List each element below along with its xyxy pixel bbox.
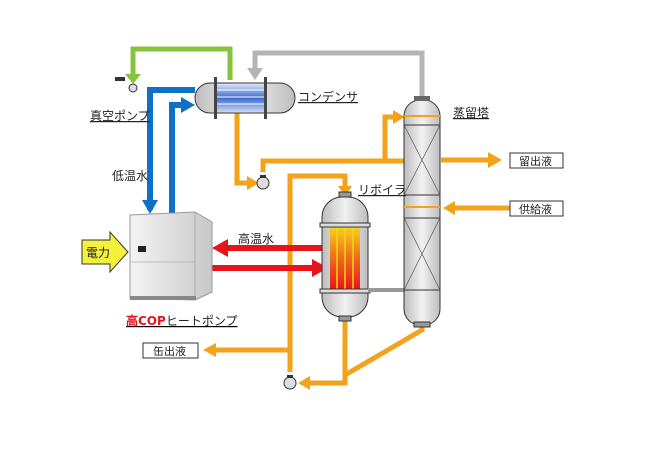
low-temp-water-pipes [147, 87, 195, 215]
heat-pump-label: 高COPヒートポンプ [126, 313, 237, 328]
power-label: 電力 [86, 246, 110, 260]
orange-arrow-heads [203, 110, 502, 390]
condenser [194, 77, 296, 119]
high-temp-water-label: 高温水 [238, 231, 274, 246]
red-arrow-right [312, 259, 328, 277]
distillation-tower-label: 蒸留塔 [453, 106, 489, 120]
vapor-pipe [252, 50, 425, 98]
vacuum-line [130, 46, 233, 80]
low-temp-water-label: 低温水 [112, 169, 148, 183]
bottoms-label: 缶出液 [153, 344, 186, 358]
reboiler-label: リボイラ [358, 183, 406, 197]
vacuum-arrow-head [125, 74, 141, 84]
heat-pump-unit [129, 211, 213, 301]
condenser-label: コンデンサ [298, 89, 358, 104]
reflux-pump-icon [256, 175, 270, 190]
process-pipes [215, 110, 530, 386]
heat-pump-label-prefix: 高COP [126, 313, 166, 328]
red-arrow-left [212, 239, 228, 257]
bottoms-box: 缶出液 [142, 342, 199, 359]
feed-label: 供給液 [519, 202, 552, 216]
vacuum-pump-icon [115, 77, 138, 93]
reboiler [319, 191, 404, 322]
vapor-arrow-head [247, 68, 263, 80]
power-arrow [81, 230, 129, 274]
distillate-box: 留出液 [509, 152, 564, 169]
heat-pump-label-suffix: ヒートポンプ [166, 314, 238, 328]
high-temp-water-pipes [212, 245, 325, 271]
vacuum-pump-label: 真空ポンプ [90, 109, 150, 123]
feed-box: 供給液 [509, 200, 564, 217]
distillation-tower [403, 96, 441, 328]
bottoms-pump-icon [283, 375, 297, 390]
blue-arrow-down [142, 200, 158, 214]
distillate-label: 留出液 [519, 154, 552, 168]
blue-arrow-right [181, 97, 195, 113]
